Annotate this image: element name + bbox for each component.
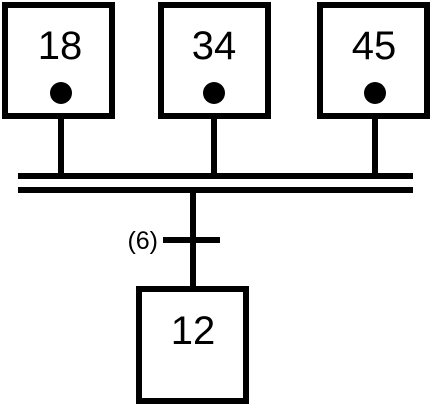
- step-18-active-token: [50, 82, 72, 104]
- step-12: 12: [136, 286, 249, 404]
- step-45-number: 45: [352, 24, 397, 68]
- step-18-number: 18: [38, 24, 83, 68]
- step-12-number: 12: [171, 309, 216, 353]
- step-34-active-token: [203, 82, 225, 104]
- transition: (6): [127, 227, 220, 255]
- step-12-box: [136, 286, 249, 404]
- synchronization-bar: [18, 173, 413, 193]
- step-34: 34: [158, 2, 271, 119]
- step-45-box: [317, 2, 430, 119]
- step-45: 45: [317, 2, 430, 119]
- step-18: 18: [2, 2, 115, 119]
- step-34-number: 34: [192, 24, 237, 68]
- transition-label: (6): [127, 227, 158, 255]
- step-45-active-token: [364, 82, 386, 104]
